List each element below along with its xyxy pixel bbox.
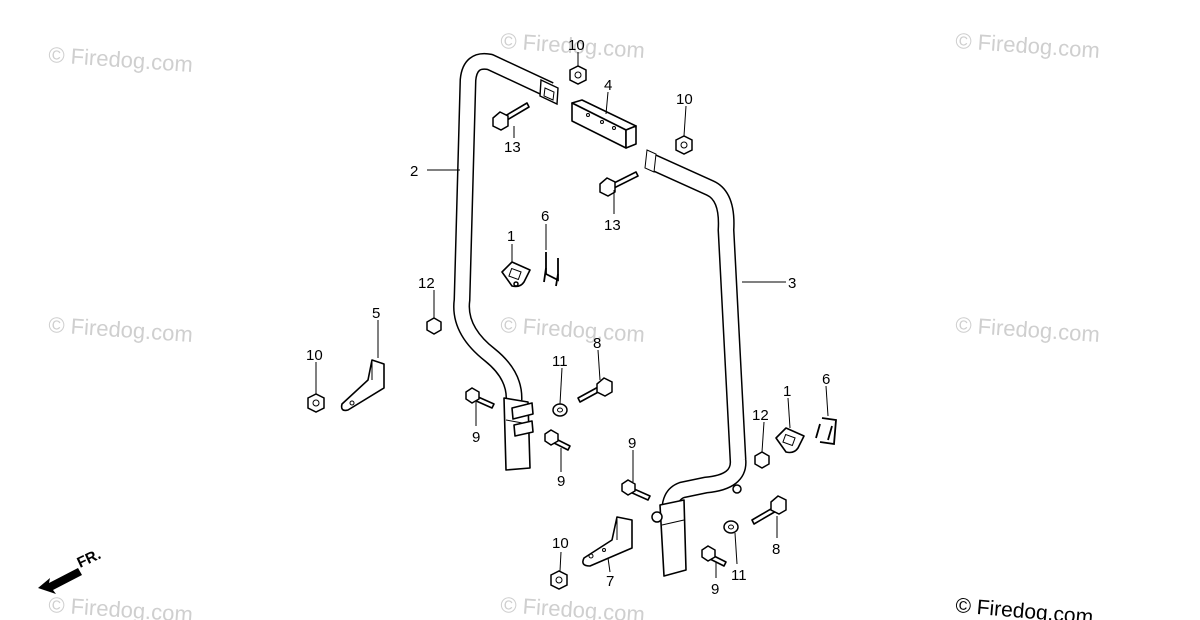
callout-5: 5 [372,305,380,322]
nut-10-bottom [550,570,568,590]
handle-tube-left [453,52,559,471]
callout-10-bottom: 10 [552,535,569,552]
watermark-bottom-left: © Firedog.com [48,592,194,620]
bolt-9-b [544,429,571,451]
watermark-mid-center: © Firedog.com [500,312,646,347]
nut-10-right [675,135,693,155]
callout-6-right: 6 [822,371,830,388]
callout-11-left: 11 [552,353,568,370]
callout-9-d: 9 [711,581,719,598]
cable-guide-right [775,427,805,454]
bolt-13-right [599,171,639,197]
handle-tube-right [644,149,747,577]
bracket-left [340,359,385,412]
watermark-mid-left: © Firedog.com [48,312,194,347]
callout-7: 7 [606,573,614,590]
watermark-bottom-center: © Firedog.com [500,592,646,620]
bolt-9-c [621,479,651,501]
callout-1-right: 1 [783,383,791,400]
callout-1-left: 1 [507,228,515,245]
u-bolt-left [543,252,559,287]
bolt-13-left [492,102,530,131]
u-bolt-right [815,417,837,446]
callout-10-left: 10 [306,347,323,364]
bolt-9-d [701,545,727,567]
watermark-top-left: © Firedog.com [48,42,194,77]
front-direction-arrow-icon: FR. [38,546,104,594]
callout-8-right: 8 [772,541,780,558]
nut-10-left [307,393,325,413]
bolt-8-right [751,495,787,525]
connector-bar [571,99,637,149]
callout-8-left: 8 [593,335,601,352]
watermark-mid-right: © Firedog.com [955,312,1101,347]
callout-3: 3 [788,275,796,292]
nut-12-right [754,451,770,469]
nut-12-left [426,317,442,335]
callout-9-b: 9 [557,473,565,490]
callout-13-right: 13 [604,217,621,234]
callout-4: 4 [604,77,612,94]
callout-12-left: 12 [418,275,435,292]
washer-11-right [723,520,739,534]
callout-11-right: 11 [731,567,747,584]
callout-labels: 10 4 10 13 2 13 6 1 3 12 5 8 10 11 1 6 1… [306,37,830,598]
callout-13-left: 13 [504,139,521,156]
bracket-lower [582,516,633,567]
callout-9-a: 9 [472,429,480,446]
callout-12-right: 12 [752,407,769,424]
callout-2: 2 [410,163,418,180]
callout-9-c: 9 [628,435,636,452]
callout-10-top: 10 [568,37,585,54]
cable-guide-left [501,261,531,288]
callout-10-right: 10 [676,91,693,108]
leader-lines [315,52,829,578]
bolt-9-a [465,387,495,409]
watermark-top-right: © Firedog.com [955,28,1101,63]
nut-10-top [569,65,587,85]
bolt-8-left [577,377,613,403]
watermark-bottom-right: © Firedog.com [955,594,1095,620]
washer-11-left [552,403,568,417]
front-direction-label: FR. [75,546,104,572]
callout-6-left: 6 [541,208,549,225]
